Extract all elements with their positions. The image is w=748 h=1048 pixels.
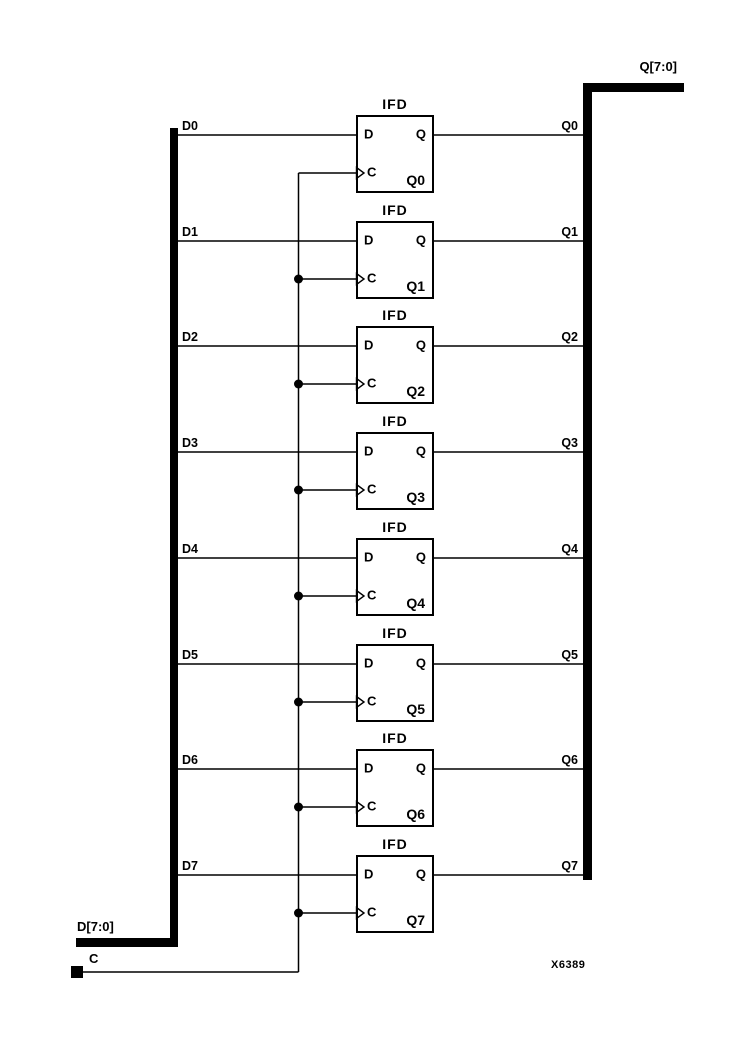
pin-label-q: Q xyxy=(415,655,426,671)
junction-dot xyxy=(294,485,303,495)
pin-label-c: C xyxy=(367,375,377,391)
pin-label-d: D xyxy=(364,760,374,776)
ifd-block-q6: D Q C Q6 xyxy=(356,749,434,827)
q-wire-label-6: Q6 xyxy=(561,753,578,767)
instance-label: Q0 xyxy=(406,172,425,188)
instance-label: Q1 xyxy=(406,278,425,294)
instance-label: Q7 xyxy=(406,912,425,928)
d-bus-vertical xyxy=(170,128,178,947)
pin-label-q: Q xyxy=(415,337,426,353)
pin-label-c: C xyxy=(367,164,377,180)
pin-label-q: Q xyxy=(415,866,426,882)
pin-label-q: Q xyxy=(415,126,426,142)
d-bus-horizontal xyxy=(76,938,178,947)
d-wire-label-4: D4 xyxy=(182,542,198,556)
d-wire-label-7: D7 xyxy=(182,859,198,873)
figure-number: X6389 xyxy=(551,959,586,971)
d-bus-label: D[7:0] xyxy=(77,919,114,934)
q-wire-label-4: Q4 xyxy=(561,542,578,556)
pin-label-c: C xyxy=(367,798,377,814)
pin-label-d: D xyxy=(364,337,374,353)
q-bus-vertical xyxy=(583,83,592,880)
ifd-block-q3: D Q C Q3 xyxy=(356,432,434,510)
q-wire-label-2: Q2 xyxy=(561,330,578,344)
pin-label-d: D xyxy=(364,126,374,142)
d-wire-label-5: D5 xyxy=(182,648,198,662)
pin-label-q: Q xyxy=(415,443,426,459)
d-wire-label-2: D2 xyxy=(182,330,198,344)
pin-label-d: D xyxy=(364,232,374,248)
ifd-title: IFD xyxy=(382,730,408,746)
c-input-terminal xyxy=(71,966,83,978)
ifd-block-q7: D Q C Q7 xyxy=(356,855,434,933)
ifd-block-q1: D Q C Q1 xyxy=(356,221,434,299)
ifd-title: IFD xyxy=(382,307,408,323)
d-wire-label-0: D0 xyxy=(182,119,198,133)
d-wire-label-6: D6 xyxy=(182,753,198,767)
ifd-title: IFD xyxy=(382,202,408,218)
junction-dot xyxy=(294,591,303,601)
ifd-block-q4: D Q C Q4 xyxy=(356,538,434,616)
pin-label-q: Q xyxy=(415,549,426,565)
junction-dot xyxy=(294,697,303,707)
pin-label-d: D xyxy=(364,443,374,459)
pin-label-d: D xyxy=(364,655,374,671)
instance-label: Q6 xyxy=(406,806,425,822)
ifd-title: IFD xyxy=(382,413,408,429)
ifd-title: IFD xyxy=(382,625,408,641)
q-bus-label: Q[7:0] xyxy=(639,59,677,74)
pin-label-d: D xyxy=(364,549,374,565)
q-wire-label-7: Q7 xyxy=(561,859,578,873)
junction-dot xyxy=(294,274,303,284)
instance-label: Q2 xyxy=(406,383,425,399)
clock-input-label: C xyxy=(89,951,99,966)
d-wire-label-1: D1 xyxy=(182,225,198,239)
pin-label-c: C xyxy=(367,270,377,286)
ifd-title: IFD xyxy=(382,96,408,112)
instance-label: Q4 xyxy=(406,595,425,611)
junction-dot xyxy=(294,908,303,918)
q-wire-label-0: Q0 xyxy=(561,119,578,133)
instance-label: Q5 xyxy=(406,701,425,717)
ifd-block-q2: D Q C Q2 xyxy=(356,326,434,404)
junction-dot xyxy=(294,802,303,812)
junction-dot xyxy=(294,379,303,389)
instance-label: Q3 xyxy=(406,489,425,505)
pin-label-c: C xyxy=(367,481,377,497)
pin-label-d: D xyxy=(364,866,374,882)
q-wire-label-3: Q3 xyxy=(561,436,578,450)
ifd-title: IFD xyxy=(382,519,408,535)
pin-label-q: Q xyxy=(415,232,426,248)
pin-label-c: C xyxy=(367,587,377,603)
q-wire-label-1: Q1 xyxy=(561,225,578,239)
ifd-title: IFD xyxy=(382,836,408,852)
pin-label-q: Q xyxy=(415,760,426,776)
d-wire-label-3: D3 xyxy=(182,436,198,450)
ifd-block-q5: D Q C Q5 xyxy=(356,644,434,722)
pin-label-c: C xyxy=(367,693,377,709)
ifd-block-q0: D Q C Q0 xyxy=(356,115,434,193)
q-bus-horizontal xyxy=(583,83,684,92)
q-wire-label-5: Q5 xyxy=(561,648,578,662)
pin-label-c: C xyxy=(367,904,377,920)
